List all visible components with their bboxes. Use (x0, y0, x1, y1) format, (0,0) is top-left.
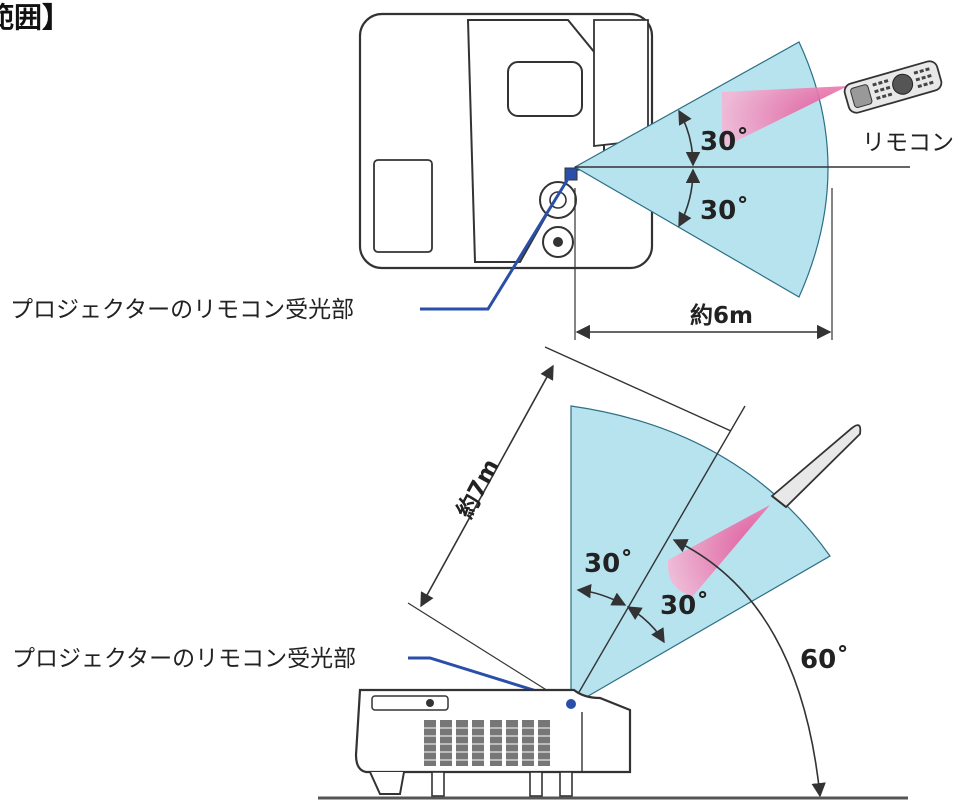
top-angle-lower: 30˚ (700, 195, 749, 226)
top-view: 30˚ 30˚ リモコン プロジェクターのリモコン受光部 約6m (10, 12, 954, 340)
top-distance-label: 約6m (690, 302, 753, 329)
side-view: 約7m 30˚ 30˚ 60˚ プロジェクターのリモコン受光部 (12, 346, 908, 800)
side-angle-right: 30˚ (660, 590, 709, 621)
section-heading: 範囲】 (0, 1, 71, 34)
projector-top-view (358, 12, 654, 270)
remote-label: リモコン (862, 130, 954, 156)
side-angle-elevation: 60˚ (800, 644, 849, 675)
side-sensor-leader (408, 656, 573, 704)
top-remote-beam (722, 86, 848, 148)
side-distance-arrow (420, 364, 554, 608)
side-distance-label: 約7m (451, 455, 504, 523)
top-sensor-leader (420, 173, 573, 311)
remote-control-icon (843, 60, 943, 114)
elevation-arc (672, 539, 826, 798)
top-sensor-label: プロジェクターのリモコン受光部 (10, 297, 354, 323)
top-angle-upper: 30˚ (700, 126, 749, 157)
side-angle-left: 30˚ (584, 548, 633, 579)
pen-remote-icon (770, 424, 862, 509)
side-sensor-label: プロジェクターのリモコン受光部 (12, 646, 356, 672)
projector-side-view (354, 688, 632, 797)
